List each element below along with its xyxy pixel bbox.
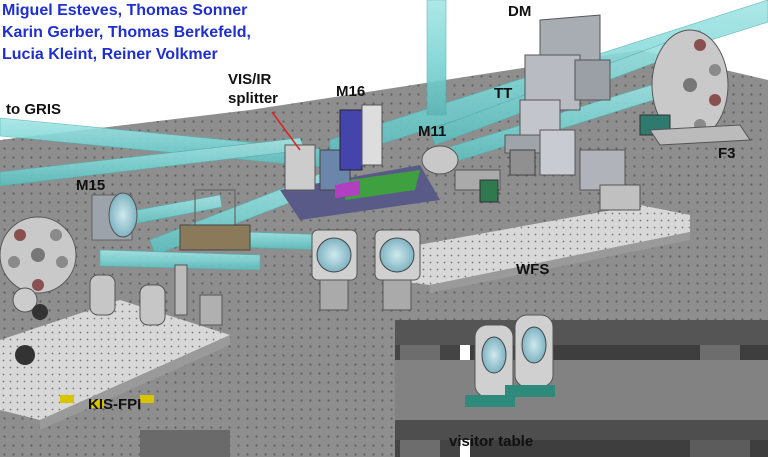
- vis-ir-splitter-assembly: [280, 104, 440, 220]
- label-f3: F3: [718, 145, 736, 162]
- author-line-1: Miguel Esteves, Thomas Sonner: [2, 2, 248, 19]
- visitor-table: [395, 360, 768, 440]
- visitor-mounts: [465, 314, 555, 407]
- author-line-2: Karin Gerber, Thomas Berkefeld,: [2, 24, 251, 41]
- vis-ir-pointer-line: [271, 111, 301, 151]
- wfs-optics: [509, 129, 641, 211]
- label-wfs: WFS: [516, 261, 550, 278]
- label-tt: TT: [494, 85, 513, 102]
- author-list: Miguel Esteves, Thomas Sonner Karin Gerb…: [2, 0, 251, 66]
- label-m15: M15: [76, 177, 106, 194]
- kis-fpi-breadboard: [0, 300, 230, 430]
- label-to-gris: to GRIS: [6, 101, 61, 118]
- author-line-3: Lucia Kleint, Reiner Volkmer: [2, 46, 218, 63]
- label-vis-ir-line1: VIS/IR: [228, 71, 272, 88]
- deformable-mirror: [524, 14, 611, 111]
- label-visitor-table: visitor table: [449, 433, 534, 450]
- filter-wheel-f3: [639, 29, 751, 146]
- m15-mirror-mount: [91, 192, 138, 241]
- m11-mount: [421, 145, 501, 203]
- label-vis-ir-line2: splitter: [228, 90, 279, 107]
- label-dm: DM: [508, 3, 532, 20]
- kis-fpi-optics: [12, 189, 251, 408]
- filter-wheel-left: [0, 216, 77, 294]
- label-m11: M11: [418, 123, 447, 140]
- lens-mount-pair: [311, 229, 421, 311]
- label-m16: M16: [336, 83, 366, 100]
- wfs-breadboard: [390, 205, 690, 293]
- label-kis-fpi: KIS-FPI: [88, 396, 142, 413]
